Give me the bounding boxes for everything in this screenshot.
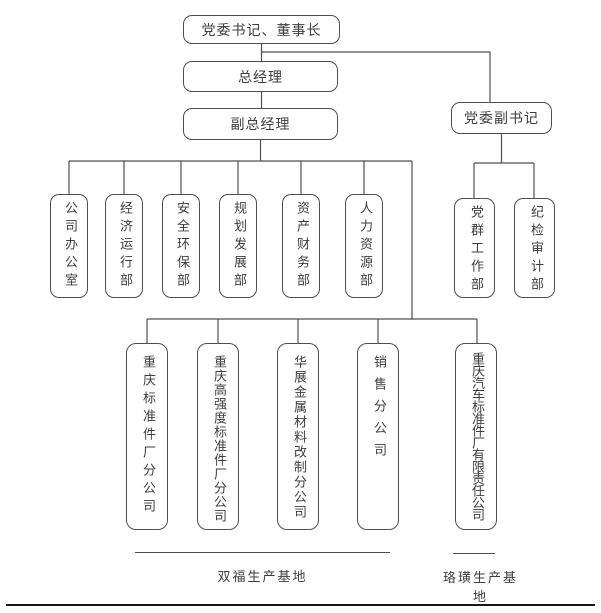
shuangfu-base-divider bbox=[135, 552, 390, 553]
page-bottom-border bbox=[6, 604, 595, 606]
luohuang-base-label: 珞璜生产基地 bbox=[442, 571, 518, 605]
org-node-branch-cq-high-strength-standard-parts: 重庆高强度标准件厂分公司 bbox=[197, 343, 239, 530]
org-node-department-planning-development: 规划发展部 bbox=[219, 194, 257, 298]
org-node-branch-cq-standard-parts: 重庆标准件厂分公司 bbox=[126, 343, 168, 530]
org-node-deputy-party-secretary-label: 党委副书记 bbox=[464, 111, 539, 127]
org-node-branch-sales: 销售分公司 bbox=[357, 343, 399, 530]
org-node-chairman-label: 党委书记、董事长 bbox=[201, 22, 322, 39]
org-node-party-masses-work-department: 党群工作部 bbox=[454, 198, 495, 298]
org-node-department-asset-finance: 资产财务部 bbox=[282, 194, 320, 298]
luohuang-base-divider bbox=[453, 553, 495, 554]
org-node-discipline-audit-department: 纪检审计部 bbox=[514, 198, 555, 298]
shuangfu-base-label: 双福生产基地 bbox=[217, 570, 308, 585]
org-node-general-manager: 总经理 bbox=[183, 61, 338, 92]
org-node-department-economic-operation: 经济运行部 bbox=[105, 194, 143, 298]
org-node-department-human-resources: 人力资源部 bbox=[345, 194, 383, 298]
org-node-deputy-general-manager: 副总经理 bbox=[183, 108, 338, 140]
org-node-department-office: 公司办公室 bbox=[50, 194, 88, 298]
org-node-deputy-party-secretary: 党委副书记 bbox=[451, 102, 552, 134]
org-node-chairman: 党委书记、董事长 bbox=[183, 15, 340, 44]
org-node-general-manager-label: 总经理 bbox=[238, 69, 283, 86]
org-node-branch-huazhan-metal-materials: 华展金属材料改制分公司 bbox=[277, 343, 319, 530]
org-node-branch-cq-auto-standard-parts-ltd: 重庆汽车标准件厂有限责任公司 bbox=[455, 343, 497, 530]
org-node-deputy-general-manager-label: 副总经理 bbox=[230, 117, 291, 133]
org-node-department-safety-environment: 安全环保部 bbox=[162, 194, 200, 298]
